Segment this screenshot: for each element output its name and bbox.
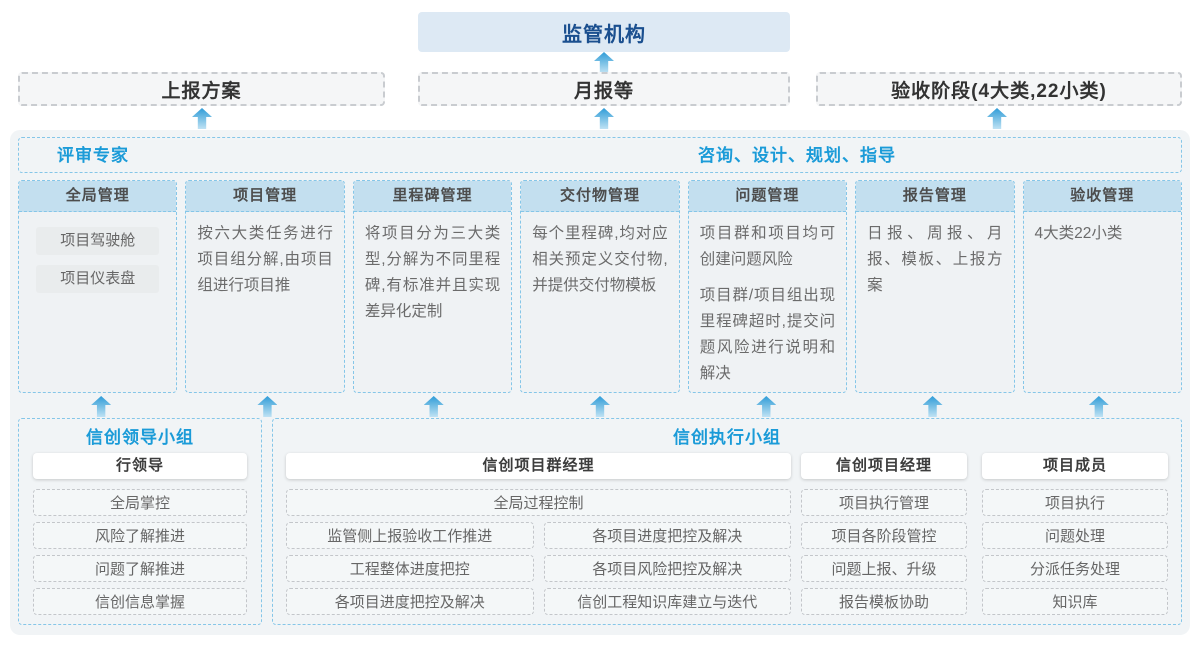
exec-group-title: 信创执行小组 (673, 428, 781, 447)
column-milestone-mgmt: 里程碑管理 将项目分为三大类型,分解为不同里程碑,有标准并且实现差异化定制 (352, 180, 513, 393)
management-columns: 全局管理 项目驾驶舱 项目仪表盘 项目管理 按六大类任务进行项目组分解,由项目组… (18, 180, 1182, 393)
exec-pg-item: 各项目风险把控及解决 (543, 555, 791, 582)
experts-strip: 评审专家 咨询、设计、规划、指导 (18, 137, 1182, 173)
column-title: 全局管理 (19, 181, 177, 212)
column-issue-mgmt: 问题管理 项目群和项目均可创建问题风险 项目群/项目组出现里程碑超时,提交问题风… (687, 180, 848, 393)
leader-item: 风险了解推进 (33, 522, 247, 549)
report-box-acceptance: 验收阶段(4大类,22小类) (816, 72, 1182, 106)
report-box-monthly: 月报等 (418, 72, 790, 106)
exec-pg-item: 工程整体进度把控 (286, 555, 534, 582)
exec-member-item: 分派任务处理 (982, 555, 1168, 582)
exec-pm-item: 项目各阶段管控 (801, 522, 967, 549)
exec-pg-item: 各项目进度把控及解决 (286, 588, 534, 615)
column-title: 报告管理 (856, 181, 1014, 212)
role-program-manager: 信创项目群经理 (286, 453, 791, 479)
leader-item: 信创信息掌握 (33, 588, 247, 615)
column-body: 将项目分为三大类型,分解为不同里程碑,有标准并且实现差异化定制 (354, 212, 511, 344)
column-paragraph: 项目群和项目均可创建问题风险 (699, 225, 836, 268)
exec-pg-item: 信创工程知识库建立与迭代 (543, 588, 791, 615)
exec-member-item: 问题处理 (982, 522, 1168, 549)
column-body: 日报、周报、月报、模板、上报方案 (856, 212, 1013, 318)
column-paragraph: 每个里程碑,均对应相关预定义交付物,并提供交付物模板 (532, 225, 668, 294)
regulator-box: 监管机构 (418, 12, 790, 52)
leader-group: 信创领导小组 行领导 全局掌控 风险了解推进 问题了解推进 信创信息掌握 (18, 418, 262, 625)
experts-label: 评审专家 (57, 146, 129, 165)
up-arrow-column (589, 396, 610, 417)
up-arrow-acceptance (987, 108, 1007, 129)
leader-item: 全局掌控 (33, 489, 247, 516)
column-body: 按六大类任务进行项目组分解,由项目组进行项目推 (186, 212, 343, 318)
role-project-manager: 信创项目经理 (801, 453, 967, 479)
column-report-mgmt: 报告管理 日报、周报、月报、模板、上报方案 (855, 180, 1015, 393)
column-title: 验收管理 (1023, 181, 1181, 212)
up-arrow-column (423, 396, 444, 417)
up-arrow-regulator (594, 52, 614, 73)
column-title: 项目管理 (186, 181, 344, 212)
column-body: 每个里程碑,均对应相关预定义交付物,并提供交付物模板 (521, 212, 678, 318)
exec-pg-item: 全局过程控制 (286, 489, 791, 516)
column-title: 交付物管理 (521, 181, 679, 212)
column-paragraph: 将项目分为三大类型,分解为不同里程碑,有标准并且实现差异化定制 (364, 225, 501, 320)
column-acceptance-mgmt: 验收管理 4大类22小类 (1022, 180, 1182, 393)
pill-project-dashboard: 项目仪表盘 (36, 265, 160, 293)
up-arrow-column (91, 396, 112, 417)
main-panel: 评审专家 咨询、设计、规划、指导 全局管理 项目驾驶舱 项目仪表盘 项目管理 按… (10, 130, 1190, 635)
exec-pm-item: 问题上报、升级 (801, 555, 967, 582)
report-box-plan: 上报方案 (18, 72, 385, 106)
column-project-mgmt: 项目管理 按六大类任务进行项目组分解,由项目组进行项目推 (185, 180, 345, 393)
pill-project-cockpit: 项目驾驶舱 (36, 227, 160, 255)
exec-column-member: 项目成员 项目执行 问题处理 分派任务处理 知识库 (982, 453, 1168, 621)
column-title: 问题管理 (688, 181, 847, 212)
column-paragraph: 日报、周报、月报、模板、上报方案 (867, 225, 1003, 294)
up-arrow-monthly (594, 108, 614, 129)
exec-pg-item: 监管侧上报验收工作推进 (286, 522, 534, 549)
exec-column-project-manager: 信创项目经理 项目执行管理 项目各阶段管控 问题上报、升级 报告模板协助 (801, 453, 967, 621)
consulting-label: 咨询、设计、规划、指导 (698, 146, 896, 165)
column-global-mgmt: 全局管理 项目驾驶舱 项目仪表盘 (18, 180, 178, 393)
exec-group: 信创执行小组 信创项目群经理 全局过程控制 监管侧上报验收工作推进 各项目进度把… (272, 418, 1182, 625)
column-deliverable-mgmt: 交付物管理 每个里程碑,均对应相关预定义交付物,并提供交付物模板 (520, 180, 680, 393)
bottom-groups: 信创领导小组 行领导 全局掌控 风险了解推进 问题了解推进 信创信息掌握 信创执… (18, 418, 1182, 625)
leader-item: 问题了解推进 (33, 555, 247, 582)
exec-pm-item: 报告模板协助 (801, 588, 967, 615)
up-arrow-column (922, 396, 943, 417)
role-bank-leader: 行领导 (33, 453, 247, 479)
exec-member-item: 项目执行 (982, 489, 1168, 516)
exec-member-item: 知识库 (982, 588, 1168, 615)
exec-pg-item: 各项目进度把控及解决 (543, 522, 791, 549)
exec-pm-item: 项目执行管理 (801, 489, 967, 516)
column-paragraph: 按六大类任务进行项目组分解,由项目组进行项目推 (197, 225, 333, 294)
column-body: 4大类22小类 (1024, 212, 1181, 266)
role-project-member: 项目成员 (982, 453, 1168, 479)
column-body: 项目驾驶舱 项目仪表盘 (19, 212, 176, 312)
column-body: 项目群和项目均可创建问题风险 项目群/项目组出现里程碑超时,提交问题风险进行说明… (689, 212, 846, 392)
column-paragraph: 4大类22小类 (1034, 225, 1123, 242)
column-paragraph: 项目群/项目组出现里程碑超时,提交问题风险进行说明和解决 (699, 287, 836, 382)
leader-group-title: 信创领导小组 (86, 428, 194, 447)
up-arrow-column (1088, 396, 1109, 417)
column-title: 里程碑管理 (353, 181, 512, 212)
up-arrow-plan (192, 108, 212, 129)
up-arrow-column (756, 396, 777, 417)
column-arrow-row (18, 396, 1182, 417)
exec-column-program-manager: 信创项目群经理 全局过程控制 监管侧上报验收工作推进 各项目进度把控及解决 工程… (286, 453, 791, 621)
up-arrow-column (257, 396, 278, 417)
